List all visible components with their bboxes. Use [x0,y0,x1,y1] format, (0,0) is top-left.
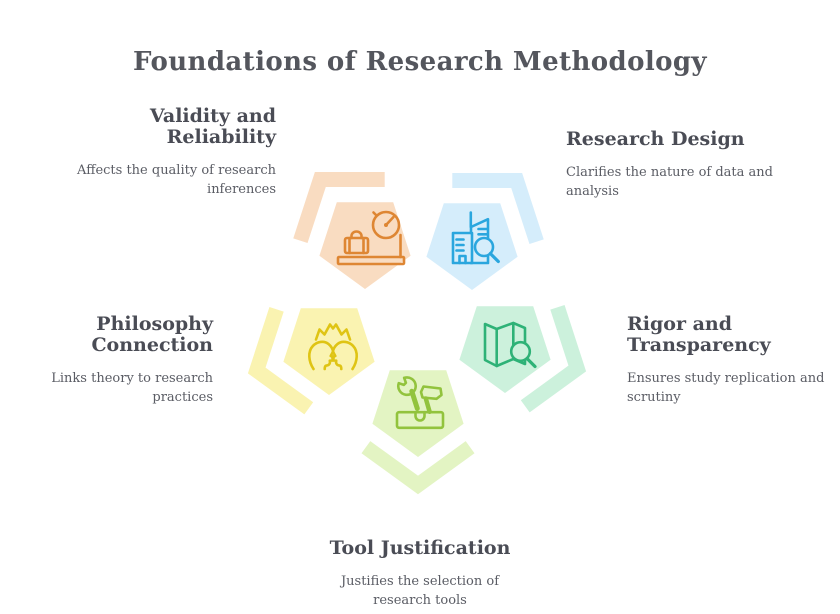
segment-graphic-tool-justification [361,370,475,495]
label-tool-justification: Tool Justification Justifies the selecti… [260,538,580,610]
segment-graphic-rigor-transparency [459,304,587,413]
heading-philosophy-connection: Philosophy Connection [91,313,213,356]
chevron-band-philosophy [247,306,314,415]
label-research-design: Research Design Clarifies the nature of … [566,129,796,201]
chevron-band-validity [293,171,385,244]
heading-validity-reliability: Validity and Reliability [149,105,276,148]
segment-graphic-research-design [426,172,544,290]
heading-research-design: Research Design [566,128,745,150]
two-minds-icon [308,323,358,371]
page-title: Foundations of Research Methodology [133,47,707,77]
toolbox-icon [395,376,445,430]
pentagon-rigor [459,306,551,393]
label-rigor-transparency: Rigor and Transparency Ensures study rep… [627,314,840,407]
description-validity-reliability: Affects the quality of research inferenc… [77,163,276,197]
heading-rigor-transparency: Rigor and Transparency [627,313,771,356]
heading-tool-justification: Tool Justification [329,537,511,559]
chevron-band-tool [361,441,475,495]
segment-graphic-philosophy-connection [247,306,375,415]
pentagon-philosophy [283,308,375,395]
label-philosophy-connection: Philosophy Connection Links theory to re… [0,314,213,407]
map-search-icon [483,321,537,369]
description-research-design: Clarifies the nature of data and analysi… [566,165,773,199]
description-rigor-transparency: Ensures study replication and scrutiny [627,371,825,405]
luggage-scale-icon [336,210,406,266]
segment-graphic-validity-reliability [293,171,411,289]
label-validity-reliability: Validity and Reliability Affects the qua… [36,106,276,199]
buildings-search-icon [451,211,500,265]
pentagon-tool [372,370,464,457]
chevron-band-rigor [520,304,587,413]
description-tool-justification: Justifies the selection of research tool… [340,574,500,608]
chevron-band-research [452,172,544,245]
description-philosophy-connection: Links theory to research practices [51,371,213,405]
